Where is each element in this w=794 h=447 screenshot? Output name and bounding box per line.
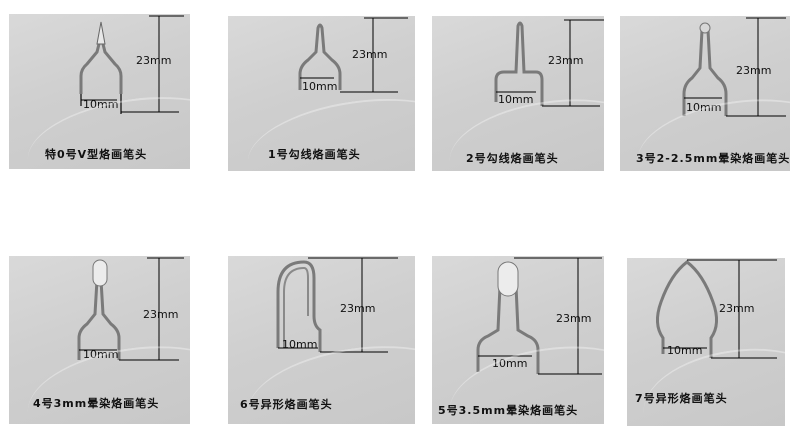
shading-tip-wire-illustration [77,257,184,361]
height-label: 23mm [556,312,592,325]
width-label: 10mm [83,348,119,361]
v-tip-wire-illustration [79,15,184,114]
special-tip-wire-illustration [276,257,398,353]
tip-panel-1: 23mm 10mm 1号勾线烙画笔头 [228,16,415,171]
height-label: 23mm [548,54,584,67]
special-tip-wire-illustration [656,259,777,359]
width-label: 10mm [686,101,722,114]
width-label: 10mm [667,344,703,357]
tip-caption: 特0号V型烙画笔头 [45,148,148,161]
tip-caption: 5号3.5mm晕染烙画笔头 [438,404,579,417]
height-label: 23mm [719,302,755,315]
tip-panel-7: 23mm 10mm 7号异形烙画笔头 [627,258,785,426]
tip-caption: 2号勾线烙画笔头 [466,152,559,165]
height-label: 23mm [352,48,388,61]
tip-panel-2: 23mm 10mm 2号勾线烙画笔头 [432,16,604,171]
shading-tip-wire-illustration [476,257,602,375]
line-tip-wire-illustration [298,17,408,93]
tip-panel-3: 23mm 10mm 3号2-2.5mm晕染烙画笔头 [620,16,790,171]
shading-tip-wire-illustration [682,17,786,117]
tip-caption: 6号异形烙画笔头 [240,398,333,411]
width-label: 10mm [498,93,534,106]
tip-panel-5: 23mm 10mm 6号异形烙画笔头 [228,256,415,424]
width-label: 10mm [282,338,318,351]
tip-panel-6: 23mm 10mm 5号3.5mm晕染烙画笔头 [432,256,604,424]
tip-panel-0: 23mm 10mm 特0号V型烙画笔头 [9,14,190,169]
tip-caption: 4号3mm晕染烙画笔头 [33,397,160,410]
height-label: 23mm [136,54,172,67]
width-label: 10mm [302,80,338,93]
tip-caption: 7号异形烙画笔头 [635,392,728,405]
height-label: 23mm [143,308,179,321]
tip-caption: 3号2-2.5mm晕染烙画笔头 [636,152,790,165]
width-label: 10mm [83,98,119,111]
width-label: 10mm [492,357,528,370]
tip-caption: 1号勾线烙画笔头 [268,148,361,161]
tip-panel-4: 23mm 10mm 4号3mm晕染烙画笔头 [9,256,190,424]
height-label: 23mm [340,302,376,315]
height-label: 23mm [736,64,772,77]
